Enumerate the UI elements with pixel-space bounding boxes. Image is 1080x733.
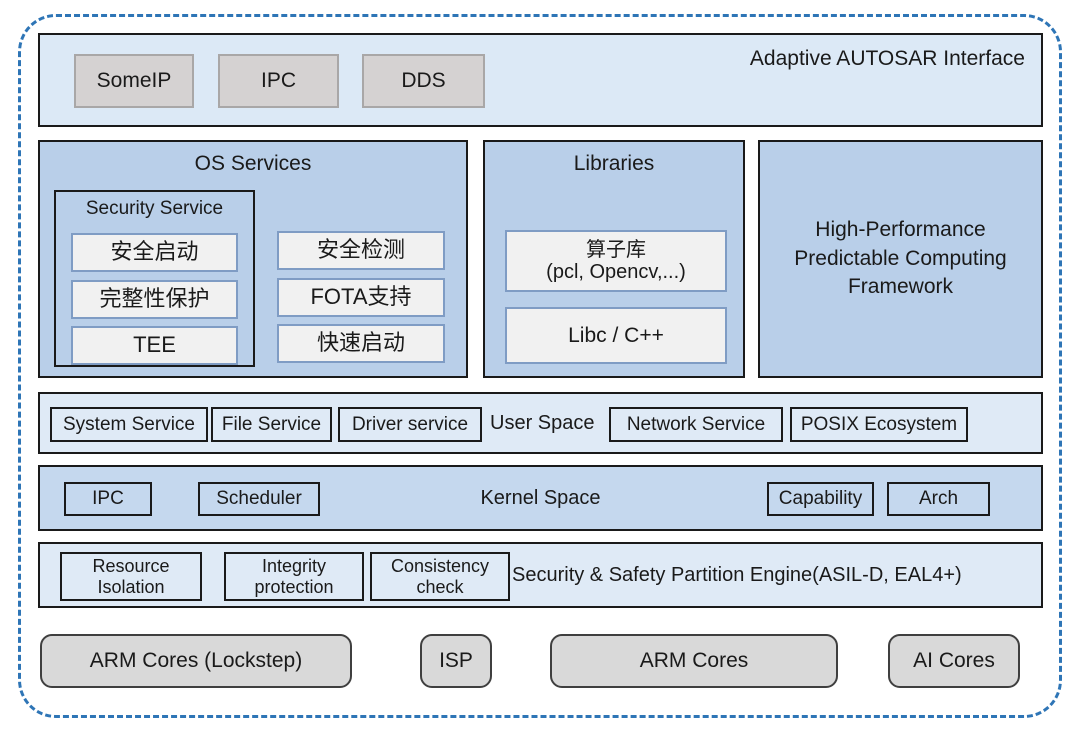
node-dds: DDS — [362, 54, 485, 108]
node-secure-boot: 安全启动 — [71, 233, 238, 272]
node-arm-cores: ARM Cores — [550, 634, 838, 688]
os-services-block: OS Services Security Service 安全启动 完整性保护 … — [38, 140, 468, 378]
node-file-service: File Service — [211, 407, 332, 442]
node-consistency-check: Consistency check — [370, 552, 510, 601]
node-isp: ISP — [420, 634, 492, 688]
node-security-detection: 安全检测 — [277, 231, 445, 270]
node-ipc: IPC — [218, 54, 339, 108]
node-network-service: Network Service — [609, 407, 783, 442]
node-capability: Capability — [767, 482, 874, 516]
node-system-service: System Service — [50, 407, 208, 442]
operator-library-line2: (pcl, Opencv,...) — [546, 261, 686, 283]
security-service-box: Security Service 安全启动 完整性保护 TEE — [54, 190, 255, 367]
node-fast-boot: 快速启动 — [277, 324, 445, 363]
consistency-check-label: Consistency check — [390, 555, 490, 597]
libraries-title: Libraries — [573, 152, 655, 175]
node-arch: Arch — [887, 482, 990, 516]
node-integrity-protection-cn: 完整性保护 — [71, 280, 238, 319]
partition-engine-row: Resource Isolation Integrity protection … — [38, 542, 1043, 608]
security-service-title: Security Service — [85, 198, 224, 219]
node-posix-ecosystem: POSIX Ecosystem — [790, 407, 968, 442]
node-ai-cores: AI Cores — [888, 634, 1020, 688]
user-space-row: System Service File Service Driver servi… — [38, 392, 1043, 454]
partition-engine-label: Security & Safety Partition Engine(ASIL-… — [512, 564, 962, 586]
os-services-title: OS Services — [194, 152, 312, 175]
computing-framework-label: High-Performance Predictable Computing F… — [794, 218, 1007, 299]
node-integrity-protection: Integrity protection — [224, 552, 364, 601]
libraries-block: Libraries 算子库 (pcl, Opencv,...) Libc / C… — [483, 140, 745, 378]
interface-bar-title: Adaptive AUTOSAR Interface — [749, 47, 1025, 70]
node-operator-library: 算子库 (pcl, Opencv,...) — [505, 230, 727, 292]
node-tee: TEE — [71, 326, 238, 365]
computing-framework-block: High-Performance Predictable Computing F… — [758, 140, 1043, 378]
node-driver-service: Driver service — [338, 407, 482, 442]
node-fota-support: FOTA支持 — [277, 278, 445, 317]
operator-library-line1: 算子库 — [586, 239, 646, 261]
node-scheduler: Scheduler — [198, 482, 320, 516]
kernel-space-label: Kernel Space — [480, 487, 601, 509]
kernel-space-row: Kernel Space IPC Scheduler Capability Ar… — [38, 465, 1043, 531]
user-space-label: User Space — [490, 412, 595, 434]
node-arm-cores-lockstep: ARM Cores (Lockstep) — [40, 634, 352, 688]
node-someip: SomeIP — [74, 54, 194, 108]
node-resource-isolation: Resource Isolation — [60, 552, 202, 601]
node-kernel-ipc: IPC — [64, 482, 152, 516]
integrity-protection-label: Integrity protection — [254, 555, 334, 597]
resource-isolation-label: Resource Isolation — [92, 555, 170, 597]
adaptive-autosar-interface-bar: SomeIP IPC DDS Adaptive AUTOSAR Interfac… — [38, 33, 1043, 127]
node-libc: Libc / C++ — [505, 307, 727, 364]
dashed-boundary — [18, 14, 1062, 718]
